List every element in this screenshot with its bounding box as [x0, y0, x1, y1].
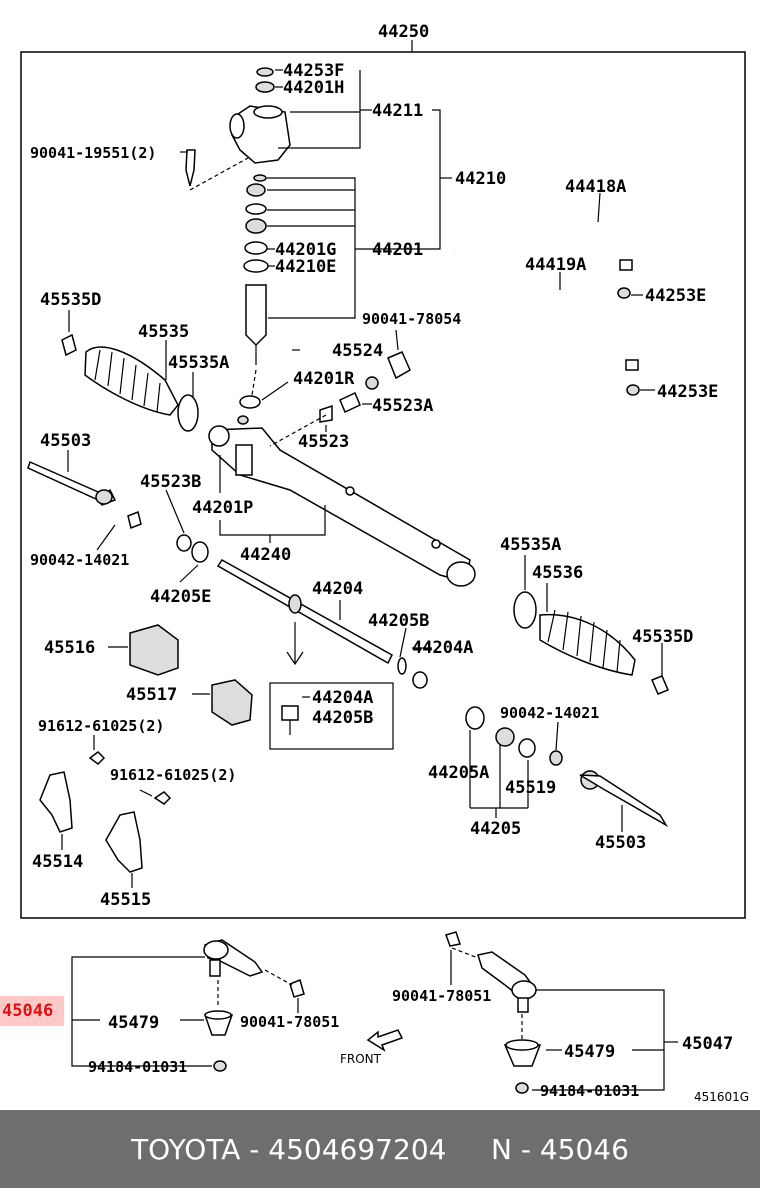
- mounting-parts: [39, 624, 253, 873]
- label-44205b-detail: 44205B: [312, 708, 373, 728]
- left-idler-arm: [203, 939, 305, 1072]
- left-seals: [176, 534, 209, 563]
- left-tie-rod: [27, 460, 142, 530]
- label-44418a: 44418A: [565, 177, 626, 197]
- label-90041-78051-left: 90041-78051: [240, 1013, 339, 1031]
- label-45517: 45517: [126, 685, 177, 705]
- label-45503-left: 45503: [40, 431, 91, 451]
- label-44201h: 44201H: [283, 78, 344, 98]
- front-arrow: [366, 1029, 404, 1052]
- label-45535d-right: 45535D: [632, 627, 693, 647]
- label-44205: 44205: [470, 819, 521, 839]
- label-45535a-right: 45535A: [500, 535, 561, 555]
- footer-gap: [446, 1133, 491, 1166]
- label-94184-01031-left: 94184-01031: [88, 1058, 187, 1076]
- footer-ref: 45046: [539, 1132, 629, 1166]
- label-91612-61025-upper: 91612-61025(2): [38, 717, 164, 735]
- label-44240: 44240: [240, 545, 291, 565]
- label-44201: 44201: [372, 240, 423, 260]
- label-44205e: 44205E: [150, 587, 211, 607]
- label-94184-01031-right: 94184-01031: [540, 1082, 639, 1100]
- label-45535d-left: 45535D: [40, 290, 101, 310]
- label-44250: 44250: [378, 22, 429, 42]
- label-44201r: 44201R: [293, 369, 355, 389]
- label-45523b: 45523B: [140, 472, 201, 492]
- label-45047: 45047: [682, 1034, 733, 1054]
- label-90041-78054: 90041-78054: [362, 310, 461, 328]
- label-44204a-detail: 44204A: [312, 688, 373, 708]
- left-boot: [61, 333, 199, 432]
- label-90042-14021-right: 90042-14021: [500, 704, 599, 722]
- right-tie-rod: [579, 770, 669, 828]
- label-91612-61025-lower: 91612-61025(2): [110, 766, 236, 784]
- assembly-frame: [20, 51, 746, 919]
- right-boot: [513, 591, 669, 695]
- highlighted-part-number[interactable]: 45046: [2, 1001, 54, 1021]
- label-45516: 45516: [44, 638, 95, 658]
- label-44253e-lower: 44253E: [657, 382, 718, 402]
- label-45523: 45523: [298, 432, 349, 452]
- label-44210: 44210: [455, 169, 506, 189]
- front-label: FRONT: [340, 1052, 382, 1066]
- label-44211: 44211: [372, 101, 423, 121]
- label-44419a: 44419A: [525, 255, 586, 275]
- control-valves: [319, 351, 411, 423]
- label-45536: 45536: [532, 563, 583, 583]
- label-90042-14021-left: 90042-14021: [30, 551, 129, 569]
- label-45479-right: 45479: [564, 1042, 615, 1062]
- footer-bar: TOYOTA - 4504697204 N - 45046: [0, 1110, 760, 1188]
- footer-separator-2: -: [511, 1132, 540, 1166]
- label-44205a: 44205A: [428, 763, 489, 783]
- parts-diagram: 44250 44253F 44201H 44211 90041-19551(2)…: [20, 22, 749, 1104]
- label-44253e-upper: 44253E: [645, 286, 706, 306]
- right-seals: [465, 706, 563, 766]
- rack-housing: [208, 395, 476, 587]
- footer-separator: -: [240, 1132, 269, 1166]
- label-44204a: 44204A: [412, 638, 473, 658]
- label-45479-left: 45479: [108, 1013, 159, 1033]
- label-44201p: 44201P: [192, 498, 253, 518]
- label-90041-19551: 90041-19551(2): [30, 144, 156, 162]
- pressure-tubes: [454, 199, 640, 396]
- label-44205b: 44205B: [368, 611, 429, 631]
- detail-box: [269, 682, 394, 750]
- label-45524: 45524: [332, 341, 383, 361]
- footer-part-number: 4504697204: [268, 1132, 447, 1166]
- label-45519: 45519: [505, 778, 556, 798]
- label-45503-right: 45503: [595, 833, 646, 853]
- label-45535a-left: 45535A: [168, 353, 229, 373]
- highlighted-part-background: [0, 996, 64, 1026]
- footer-n-label: N: [490, 1132, 512, 1166]
- label-45523a: 45523A: [372, 396, 433, 416]
- label-44201g: 44201G: [275, 240, 336, 260]
- drawing-code: 451601G: [694, 1090, 749, 1104]
- label-45535: 45535: [138, 322, 189, 342]
- right-idler-arm: [445, 931, 542, 1094]
- label-44210e: 44210E: [275, 257, 336, 277]
- footer-brand: TOYOTA: [131, 1132, 241, 1166]
- label-45514: 45514: [32, 852, 83, 872]
- label-44253f: 44253F: [283, 61, 344, 81]
- pinion-housing-group: [185, 67, 291, 365]
- label-45515: 45515: [100, 890, 151, 910]
- label-90041-78051-right: 90041-78051: [392, 987, 491, 1005]
- label-44204: 44204: [312, 579, 363, 599]
- rack: [216, 559, 428, 689]
